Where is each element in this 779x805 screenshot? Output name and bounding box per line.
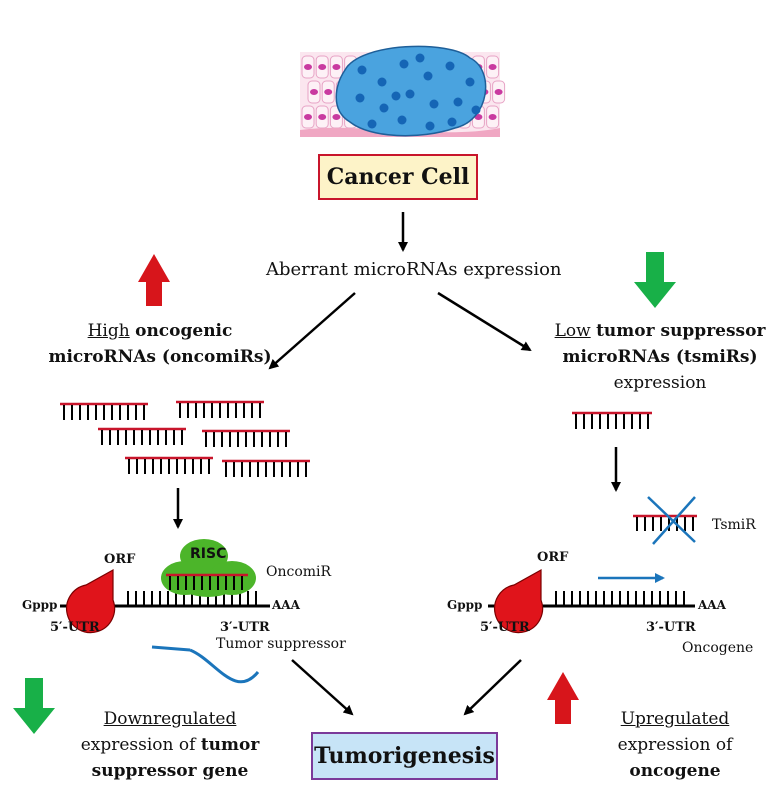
epithelial-nucleus [310, 89, 318, 95]
suppressor-gene-label: suppressor gene [91, 761, 249, 781]
tumor-nucleus [377, 77, 387, 87]
tumor-nucleus [357, 65, 367, 75]
left-branch-header: High oncogenic microRNAs (oncomiRs) [40, 318, 280, 370]
left-outcome: Downregulated expression of tumor suppre… [60, 706, 280, 784]
oncogene-label: Oncogene [682, 640, 754, 656]
tumorigenesis-label: Tumorigenesis [314, 743, 495, 769]
inhibition-line [151, 645, 260, 684]
epithelial-nucleus [304, 114, 312, 120]
low-label: Low [554, 321, 591, 341]
expression-of-label: expression of [80, 735, 196, 755]
orf-label-left: ORF [104, 552, 136, 567]
tumor-nucleus [447, 117, 457, 127]
utr3-label-left: 3′-UTR [220, 620, 270, 635]
high-label: High [87, 321, 130, 341]
cross-out-line-2 [652, 496, 696, 545]
oncomirs-label: microRNAs (oncomiRs) [48, 347, 272, 367]
cancer-cell-label: Cancer Cell [326, 164, 470, 190]
down-arrow-low-tsmirs [634, 252, 676, 308]
up-arrow-high-oncomirs [138, 254, 170, 306]
orf-label-right: ORF [537, 550, 569, 565]
utr3-label-right: 3′-UTR [646, 620, 696, 635]
aberrant-expression-label: Aberrant microRNAs expression [266, 259, 562, 280]
epithelial-nucleus [494, 89, 503, 95]
tumor-nucleus [425, 121, 435, 131]
epithelial-nucleus [304, 64, 312, 70]
oncogenic-label: oncogenic [135, 321, 233, 341]
tumorigenesis-box: Tumorigenesis [311, 732, 498, 780]
right-outcome: Upregulated expression of oncogene [585, 706, 765, 784]
orf-cap-right [493, 568, 544, 634]
tumor-nucleus [415, 53, 425, 63]
down-arrow-tumor-suppressor [13, 678, 55, 734]
utr5-label-right: 5′-UTR [480, 620, 530, 635]
cancer-cell-box: Cancer Cell [318, 154, 478, 200]
oncogene-bold-label: oncogene [629, 761, 721, 781]
tumor-nucleus [399, 59, 409, 69]
tumor-nucleus [465, 77, 475, 87]
arrow-aberrant-to-low [437, 291, 532, 352]
tumor-nucleus [471, 105, 481, 115]
upregulated-label: Upregulated [620, 709, 730, 729]
cross-out-line-1 [647, 496, 696, 543]
tsmir-label: TsmiR [712, 517, 756, 533]
tumor-nucleus [405, 89, 415, 99]
tumor-nucleus [379, 103, 389, 113]
right-mrna [488, 496, 697, 634]
tumor-nucleus [453, 97, 463, 107]
arrow-left-to-tumorigenesis [291, 659, 354, 716]
utr5-label-left: 5′-UTR [50, 620, 100, 635]
tumor-bold-label: tumor [200, 735, 260, 755]
downregulated-label: Downregulated [103, 709, 237, 729]
epithelial-nucleus [488, 64, 497, 70]
epithelial-nucleus [318, 114, 327, 120]
tumor-nucleus [391, 91, 401, 101]
expression-label: expression [613, 373, 707, 393]
aaa-label-left: AAA [272, 598, 300, 612]
tumor-nucleus [367, 119, 377, 129]
epithelial-nucleus [318, 64, 327, 70]
tumor-nucleus [355, 93, 365, 103]
tumor-nucleus [397, 115, 407, 125]
epithelial-nucleus [332, 64, 341, 70]
expression-of-label-right: expression of [617, 735, 733, 755]
up-arrow-oncogene [547, 672, 579, 724]
tumor-suppressor-bold-label: tumor suppressor [596, 321, 766, 341]
tsmirs-label: microRNAs (tsmiRs) [562, 347, 758, 367]
oncomir-label: OncomiR [266, 564, 332, 580]
gppp-label-right: Gppp [447, 598, 483, 612]
arrow-aberrant-to-high [268, 292, 356, 370]
orf-cap-left [65, 568, 116, 634]
epithelial-nucleus [332, 114, 341, 120]
cancer-tissue-illustration [300, 45, 506, 137]
aaa-label-right: AAA [698, 598, 726, 612]
tumor-suppressor-gene-label: Tumor suppressor [216, 636, 346, 652]
gppp-label-left: Gppp [22, 598, 58, 612]
right-branch-header: Low tumor suppressor microRNAs (tsmiRs) … [540, 318, 779, 396]
left-mrna [60, 539, 270, 684]
arrow-right-to-tumorigenesis [463, 659, 522, 716]
tumor-nucleus [423, 71, 433, 81]
mirna-strands [60, 400, 652, 477]
tumor-nucleus [445, 61, 455, 71]
risc-label: RISC [190, 546, 227, 562]
epithelial-nucleus [488, 114, 497, 120]
epithelial-nucleus [324, 89, 333, 95]
tumor-nucleus [429, 99, 439, 109]
